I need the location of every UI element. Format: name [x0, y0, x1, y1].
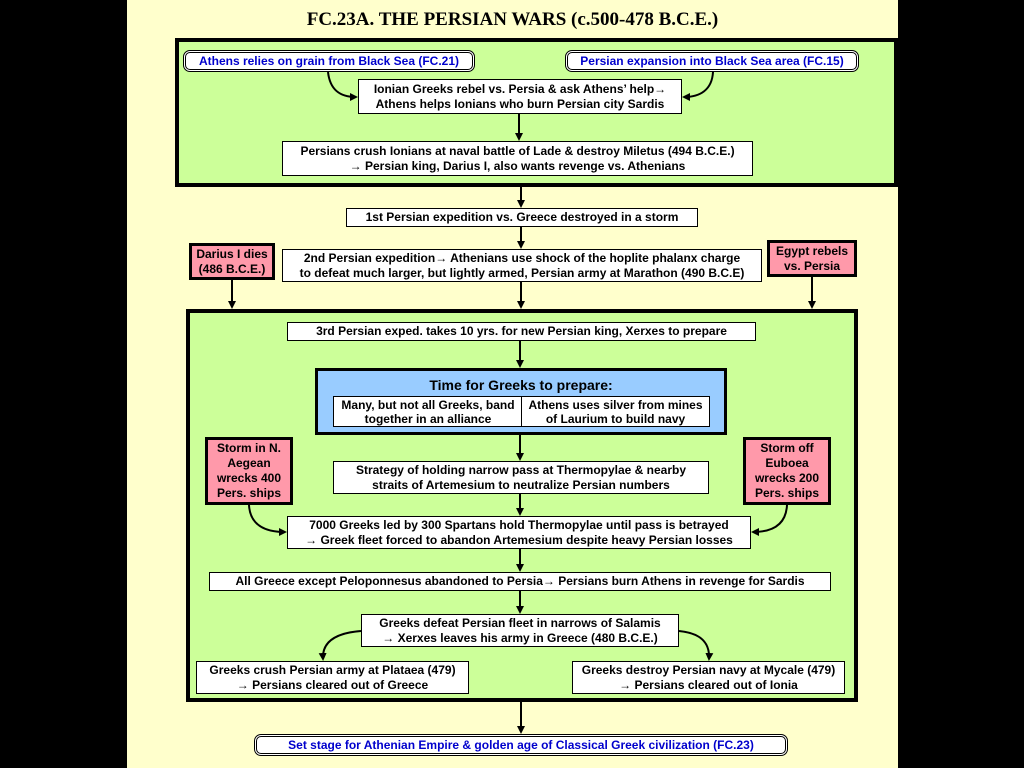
first-expedition-text: 1st Persian expedition vs. Greece destro…: [365, 210, 679, 224]
abandoned-text: All Greece except Peloponnesus abandoned…: [235, 574, 805, 588]
expansion-text: Persian expansion into Black Sea area (F…: [580, 53, 844, 68]
salamis-line-1: Greeks defeat Persian fleet in narrows o…: [379, 615, 661, 630]
third-expedition-text: 3rd Persian exped. takes 10 yrs. for new…: [316, 324, 727, 338]
abandoned-box: All Greece except Peloponnesus abandoned…: [209, 572, 831, 591]
prepare-box: Time for Greeks to prepare: Many, but no…: [315, 368, 727, 435]
page-title: FC.23A. THE PERSIAN WARS (c.500-478 B.C.…: [306, 9, 719, 30]
strategy-line-1: Strategy of holding narrow pass at Therm…: [355, 462, 687, 477]
strategy-box: Strategy of holding narrow pass at Therm…: [333, 461, 709, 494]
expansion-box[interactable]: Persian expansion into Black Sea area (F…: [565, 50, 859, 72]
ionian-line-2: Athens helps Ionians who burn Persian ci…: [375, 96, 665, 111]
storm-aegean-text: Storm in N. Aegean wrecks 400 Pers. ship…: [216, 441, 282, 500]
final-box[interactable]: Set stage for Athenian Empire & golden a…: [254, 734, 788, 756]
lade-line-1: Persians crush Ionians at naval battle o…: [300, 143, 735, 158]
third-expedition-box: 3rd Persian exped. takes 10 yrs. for new…: [287, 322, 756, 341]
final-text: Set stage for Athenian Empire & golden a…: [288, 737, 754, 752]
egypt-rebels-box: Egypt rebels vs. Persia: [767, 240, 857, 277]
lade-line-2: → Persian king, Darius I, also wants rev…: [349, 158, 686, 173]
prepare-title: Time for Greeks to prepare:: [429, 377, 613, 393]
darius-dies-text: Darius I dies (486 B.C.E.): [196, 246, 268, 276]
plataea-line-1: Greeks crush Persian army at Plataea (47…: [209, 662, 456, 677]
storm-aegean-box: Storm in N. Aegean wrecks 400 Pers. ship…: [205, 437, 293, 505]
plataea-line-2: → Persians cleared out of Greece: [236, 677, 429, 692]
alliance-line-2: together in an alliance: [364, 411, 492, 426]
darius-dies-box: Darius I dies (486 B.C.E.): [189, 243, 275, 280]
grain-text: Athens relies on grain from Black Sea (F…: [198, 53, 460, 68]
second-line-1: 2nd Persian expedition→ Athenians use sh…: [303, 250, 741, 265]
second-expedition-box: 2nd Persian expedition→ Athenians use sh…: [282, 249, 762, 282]
ionian-box: Ionian Greeks rebel vs. Persia & ask Ath…: [358, 79, 682, 114]
ionian-line-1: Ionian Greeks rebel vs. Persia & ask Ath…: [373, 81, 667, 96]
thermopylae-line-1: 7000 Greeks led by 300 Spartans hold The…: [309, 517, 729, 532]
mycale-line-2: → Persians cleared out of Ionia: [619, 677, 798, 692]
strategy-line-2: straits of Artemesium to neutralize Pers…: [372, 477, 670, 492]
egypt-rebels-text: Egypt rebels vs. Persia: [775, 243, 849, 273]
mycale-line-1: Greeks destroy Persian navy at Mycale (4…: [581, 662, 836, 677]
grain-box[interactable]: Athens relies on grain from Black Sea (F…: [183, 50, 475, 72]
alliance-line-1: Many, but not all Greeks, band: [341, 397, 515, 412]
mycale-box: Greeks destroy Persian navy at Mycale (4…: [572, 661, 845, 694]
storm-euboea-box: Storm off Euboea wrecks 200 Pers. ships: [743, 437, 831, 505]
second-line-2: to defeat much larger, but lightly armed…: [299, 265, 745, 280]
prepare-alliance-cell: Many, but not all Greeks, band together …: [333, 396, 523, 427]
thermopylae-line-2: → Greek fleet forced to abandon Artemesi…: [305, 532, 733, 547]
navy-line-1: Athens uses silver from mines: [528, 397, 703, 412]
storm-euboea-text: Storm off Euboea wrecks 200 Pers. ships: [754, 441, 820, 500]
thermopylae-box: 7000 Greeks led by 300 Spartans hold The…: [287, 516, 751, 549]
navy-line-2: of Laurium to build navy: [545, 411, 686, 426]
prepare-navy-cell: Athens uses silver from mines of Laurium…: [521, 396, 710, 427]
salamis-line-2: → Xerxes leaves his army in Greece (480 …: [382, 630, 658, 645]
first-expedition-box: 1st Persian expedition vs. Greece destro…: [346, 208, 698, 227]
salamis-box: Greeks defeat Persian fleet in narrows o…: [361, 614, 679, 647]
lade-box: Persians crush Ionians at naval battle o…: [282, 141, 753, 176]
plataea-box: Greeks crush Persian army at Plataea (47…: [196, 661, 469, 694]
